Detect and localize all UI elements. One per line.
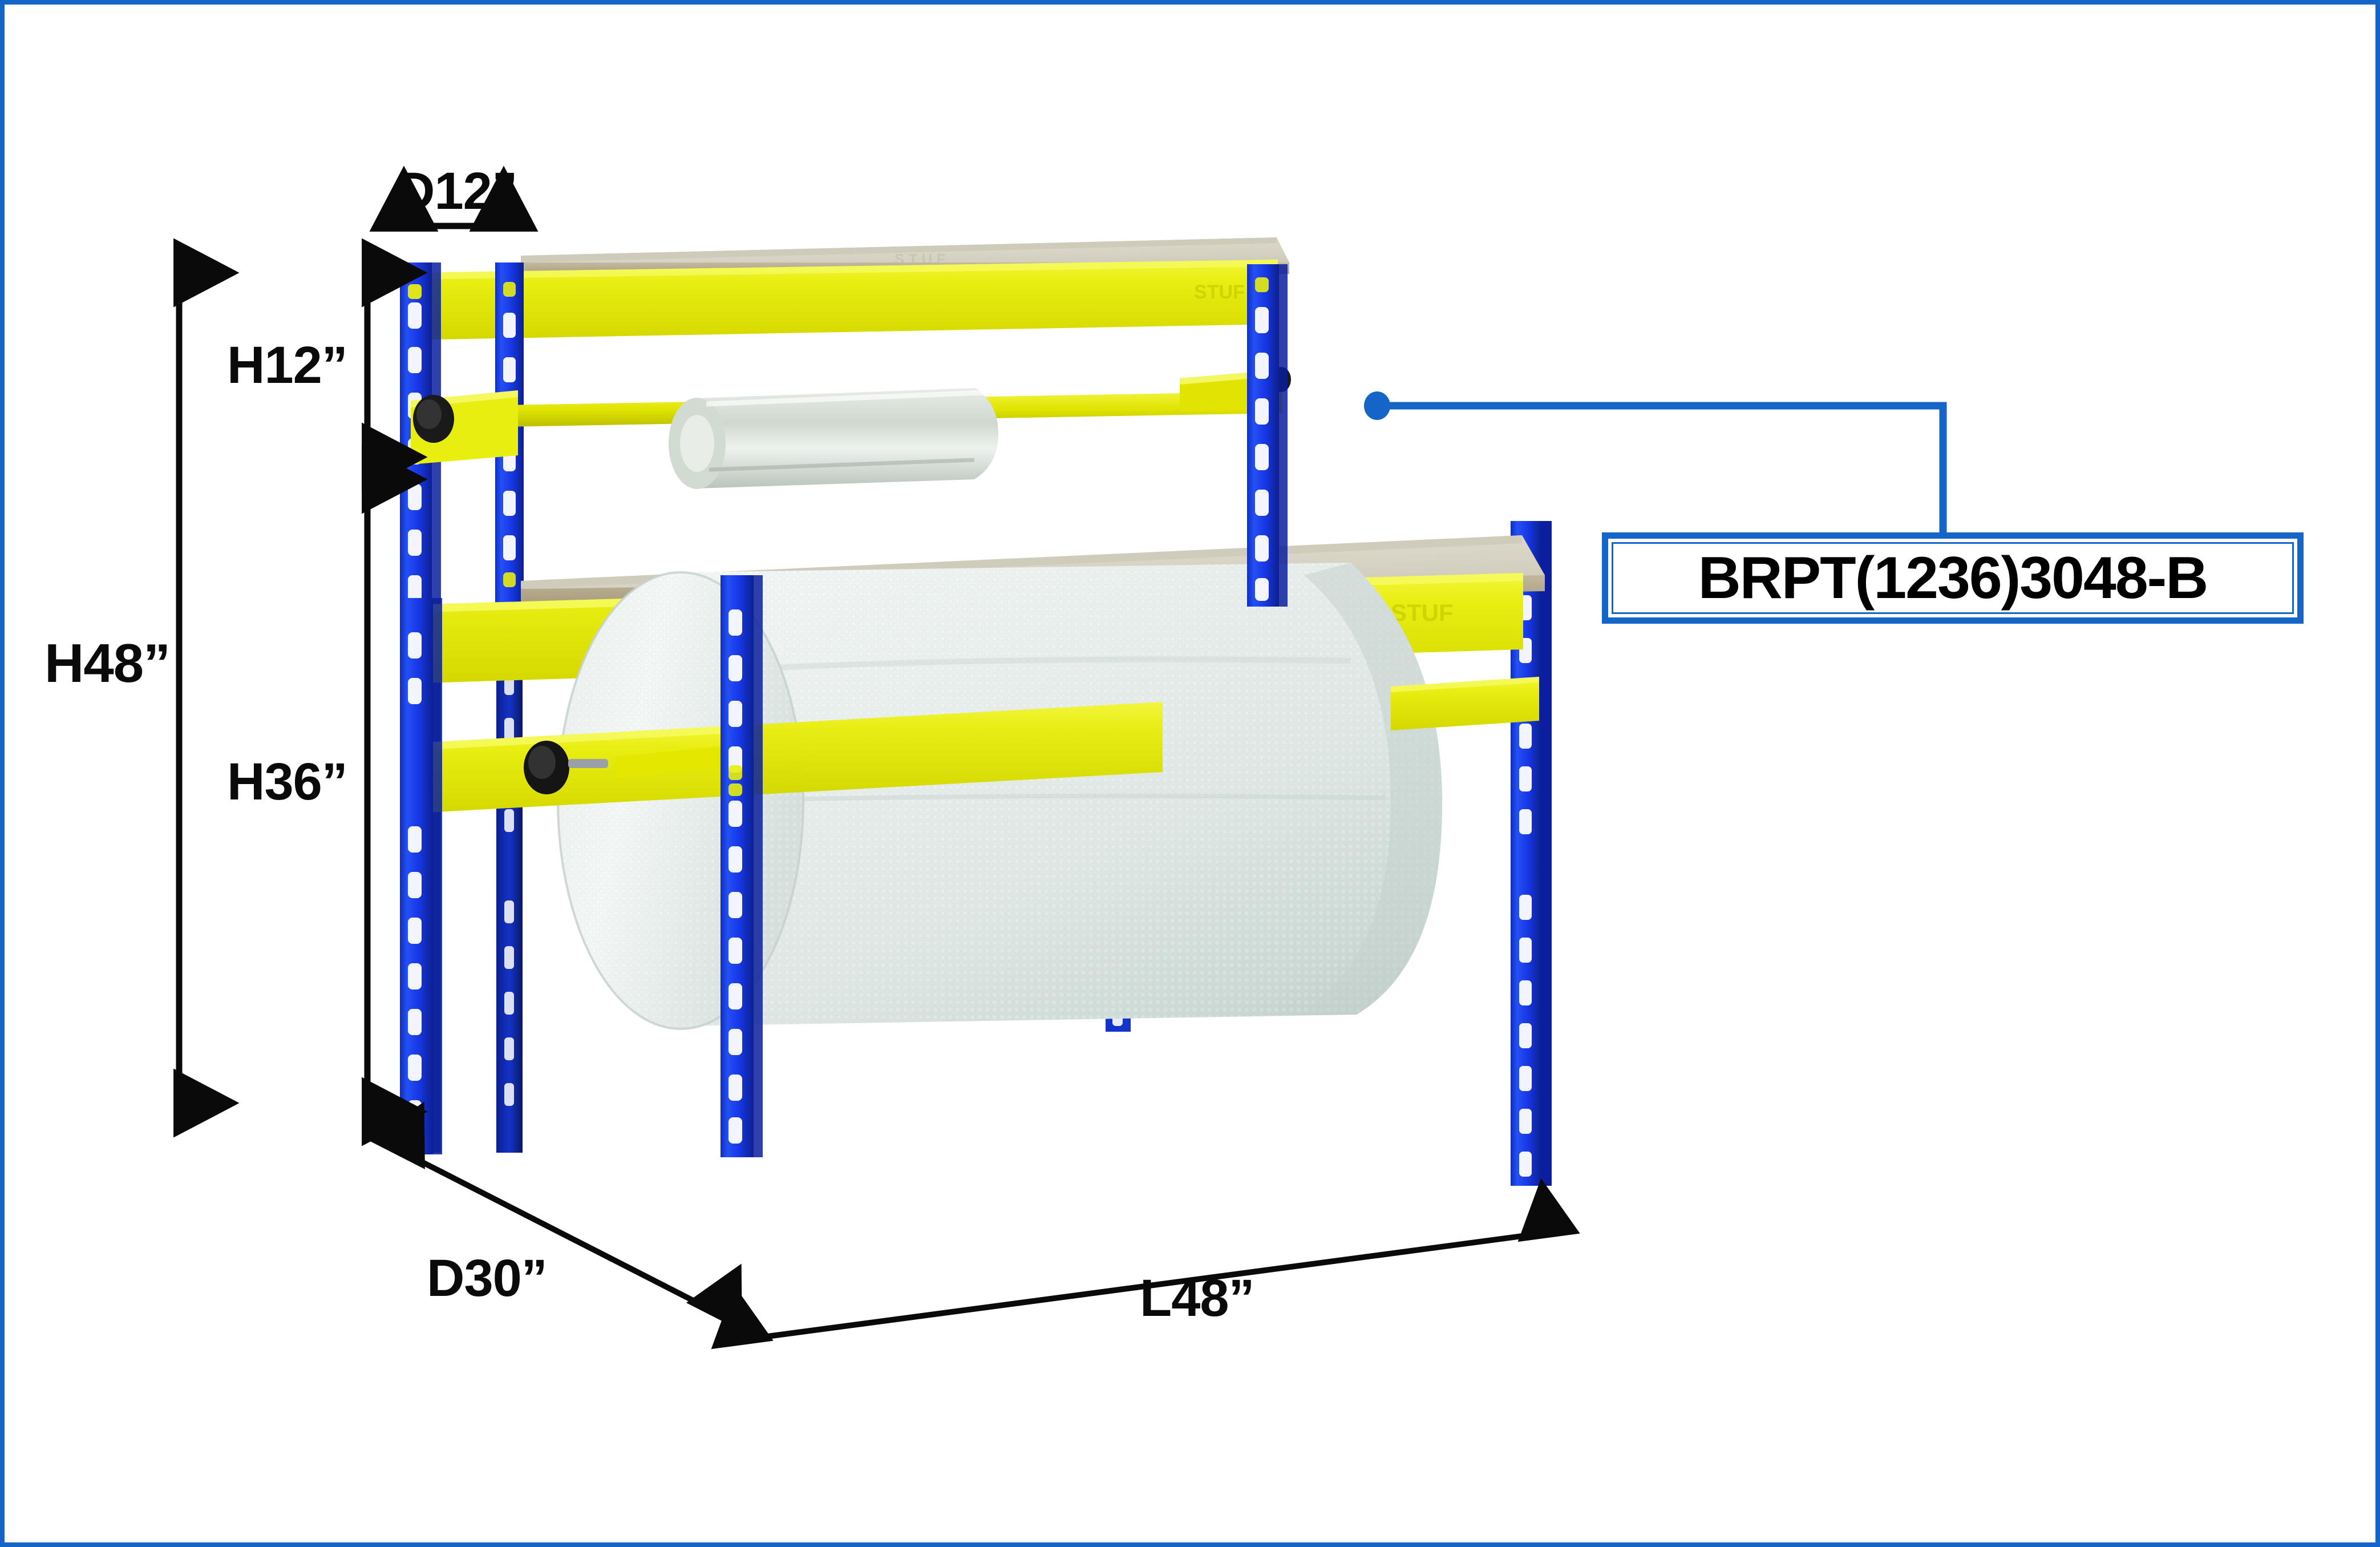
stretch-wrap-roll xyxy=(669,388,998,489)
top-shelf: STUF S T U F xyxy=(404,237,1289,340)
dimension-label-h48: H48” xyxy=(44,633,171,694)
roll-support-bar xyxy=(404,677,1539,814)
dimension-label-h12: H12” xyxy=(227,336,348,394)
upright-mid-upper xyxy=(1247,264,1288,607)
dimension-arrow-l48 xyxy=(711,1178,1580,1350)
dimension-label-d12: D12” xyxy=(397,162,518,220)
callout-leader-line xyxy=(1364,391,1947,542)
svg-text:STUF: STUF xyxy=(1391,599,1454,626)
upright-front-right-mid xyxy=(721,575,763,1157)
svg-text:S T U F: S T U F xyxy=(894,251,946,268)
dimension-arrow-d30 xyxy=(369,1101,742,1332)
dimension-annotations xyxy=(173,165,1947,1350)
model-code-text: BRPT(1236)3048-B xyxy=(1698,544,2209,611)
model-code-callout: BRPT(1236)3048-B xyxy=(1602,532,2304,624)
svg-text:STUF: STUF xyxy=(1194,281,1245,303)
dimension-label-d30: D30” xyxy=(427,1249,548,1307)
dimension-label-l48: L48” xyxy=(1140,1269,1255,1327)
dimension-label-h36: H36” xyxy=(227,753,348,811)
diagram-stage: STUF S T U F xyxy=(5,5,2375,1542)
